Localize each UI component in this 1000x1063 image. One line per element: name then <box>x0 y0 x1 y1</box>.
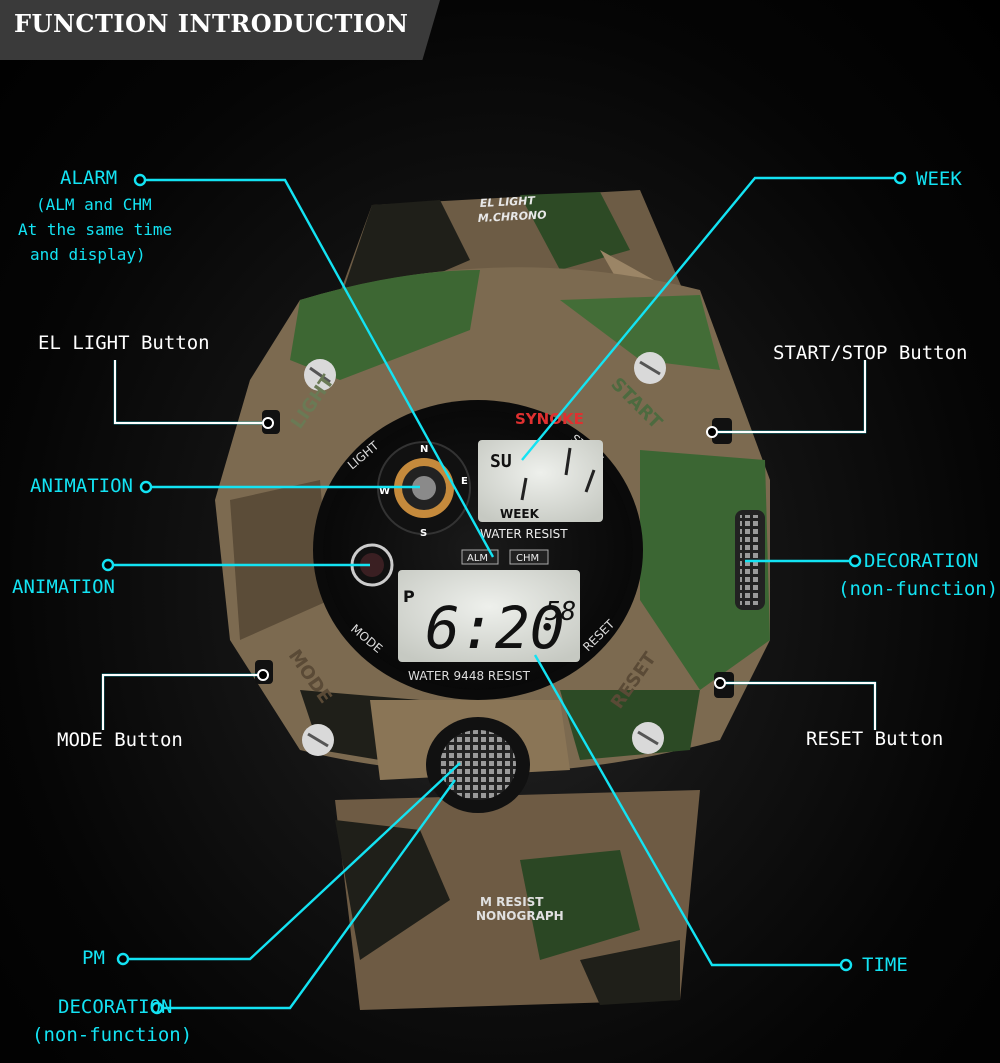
label-time: TIME <box>862 954 908 976</box>
compass-n: N <box>420 444 428 455</box>
page-title: FUNCTION INTRODUCTION <box>14 9 409 38</box>
white-callout-lines <box>102 360 876 730</box>
alm-badge <box>461 549 499 565</box>
label-animation-1: ANIMATION <box>30 475 133 497</box>
white-callout-dots <box>257 417 726 689</box>
label-decoration-bottom: DECORATION <box>58 996 173 1018</box>
label-alarm-note-3: and display) <box>30 245 146 264</box>
strap-bottom-text-2: NONOGRAPH <box>476 909 564 923</box>
time-lcd <box>398 570 580 662</box>
week-day-digits: SU <box>490 451 512 472</box>
label-alarm-note-2: At the same time <box>18 220 173 239</box>
label-decoration-right: DECORATION <box>864 550 979 572</box>
label-pm: PM <box>82 947 105 969</box>
label-animation-2: ANIMATION <box>12 576 115 598</box>
callout-dots <box>101 171 907 1015</box>
label-week: WEEK <box>916 168 962 190</box>
chm-text: CHM <box>516 553 539 564</box>
label-decoration-bottom-note: (non-function) <box>32 1024 193 1046</box>
strap-top-text-1: EL LIGHT <box>479 194 536 210</box>
brand-logo: SYNOKE <box>515 410 584 428</box>
week-lcd <box>478 440 603 522</box>
compass-w: W <box>379 486 390 497</box>
water-bottom-text: WATER 9448 RESIST <box>408 669 531 683</box>
water-resist-text: WATER RESIST <box>480 527 568 541</box>
label-start-stop-button: START/STOP Button <box>773 342 968 364</box>
time-digits: 6:20 <box>425 594 565 662</box>
seconds-digits: 58 <box>545 597 576 627</box>
header-banner <box>0 0 440 60</box>
compass-e: E <box>461 476 468 487</box>
label-alarm: ALARM <box>60 167 118 189</box>
alm-text: ALM <box>467 553 488 564</box>
compass-s: S <box>420 528 427 539</box>
week-label: WEEK <box>500 507 540 521</box>
chm-badge <box>509 549 549 565</box>
label-alarm-note-1: (ALM and CHM <box>36 195 152 214</box>
label-mode-button: MODE Button <box>57 729 183 751</box>
label-decoration-right-note: (non-function) <box>838 578 999 600</box>
label-el-light-button: EL LIGHT Button <box>38 332 210 354</box>
pm-indicator: P <box>403 587 415 606</box>
strap-top-text-2: M.CHRONO <box>477 208 546 225</box>
label-reset-button: RESET Button <box>806 728 944 750</box>
strap-bottom-text-1: M RESIST <box>480 895 544 909</box>
